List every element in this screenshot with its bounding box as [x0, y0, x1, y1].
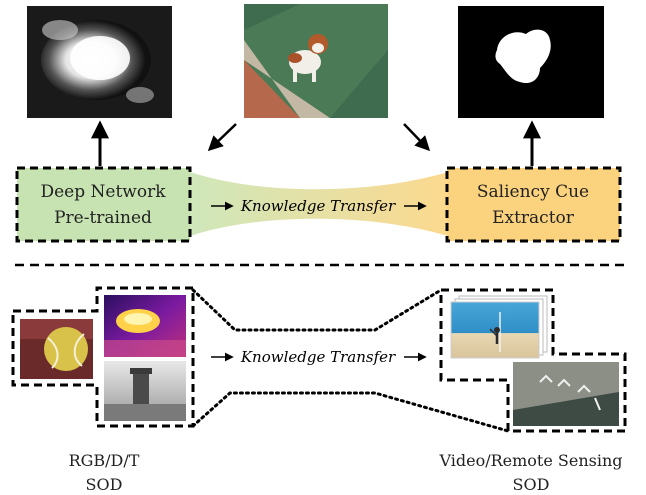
top-transfer-label: Knowledge Transfer: [240, 197, 396, 215]
bottom-knowledge-transfer: Knowledge Transfer: [211, 348, 427, 366]
top-knowledge-transfer: Knowledge Transfer: [211, 197, 427, 215]
input-dog-photo: [244, 4, 388, 118]
right-target-frame: [439, 288, 627, 433]
diag-arrow-left: [207, 123, 237, 152]
saliency-cue-box: Saliency Cue Extractor: [445, 166, 622, 243]
deep-network-label-line1: Deep Network: [40, 182, 166, 202]
heatmap-image: [27, 6, 172, 118]
right-caption-line2: SOD: [513, 475, 550, 494]
left-caption-line2: SOD: [86, 475, 123, 494]
depth-image: [104, 361, 186, 421]
dotted-connector-upper: [191, 288, 443, 332]
rgb-image: [20, 319, 93, 379]
saliency-cue-label-line2: Extractor: [492, 208, 575, 228]
deep-network-box: Deep Network Pre-trained: [15, 166, 192, 243]
dotted-connector-lower: [191, 391, 510, 433]
deep-network-label-line2: Pre-trained: [54, 208, 152, 228]
remote-sensing-image: [513, 362, 619, 426]
right-caption-line1: Video/Remote Sensing: [438, 451, 622, 470]
knowledge-band-top: [190, 172, 448, 236]
saliency-cue-label-line1: Saliency Cue: [477, 182, 589, 202]
left-caption-line1: RGB/D/T: [69, 451, 140, 470]
diag-arrow-right: [403, 123, 431, 152]
saliency-mask-image: [458, 6, 604, 118]
thermal-image: [104, 295, 186, 357]
video-frames-stack: [450, 295, 548, 359]
bottom-transfer-label: Knowledge Transfer: [240, 348, 396, 366]
